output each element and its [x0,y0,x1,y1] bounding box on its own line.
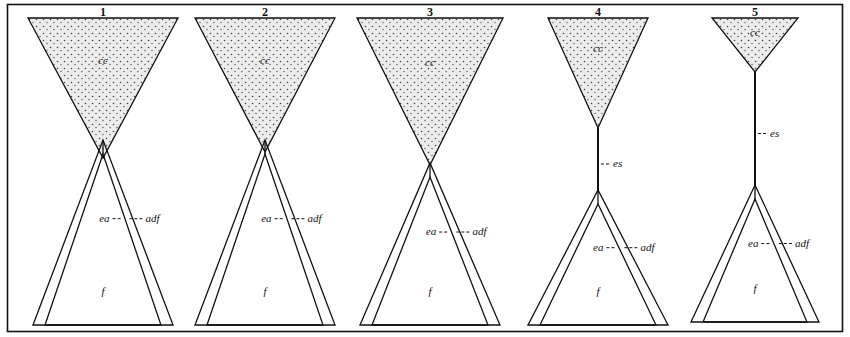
apex-stem [754,185,755,199]
inner-layer [372,177,488,325]
outer-layer [360,163,500,325]
stippled-triangle: cc [548,18,648,128]
inner-layer [45,154,161,325]
inner-layer [703,199,807,322]
stalk-label: es [769,127,780,139]
region-label: f [753,282,756,294]
layer-label: ea [592,241,604,253]
layered-triangle: f [195,140,335,325]
stalk-connector [597,128,599,190]
leader-line [778,243,792,244]
region-label: cc [98,54,108,66]
leader-line [623,247,637,248]
triangle-outline [691,185,819,322]
region-label: cc [260,54,270,66]
layered-triangle: f [33,140,173,325]
apex-stem [264,140,265,154]
inner-layer [540,204,656,325]
leader-line [761,243,771,244]
panel-number: 1 [100,6,106,19]
region-label: f [101,285,104,297]
leader-line [606,247,616,248]
leader-line [275,218,285,219]
layer-label: adf [794,237,810,249]
layered-triangle: f [360,163,500,325]
triangle-outline [33,140,173,325]
panel-number: 3 [427,6,433,19]
leader-line [439,232,449,233]
triangle-outline [360,163,500,325]
outer-layer [528,190,668,325]
layer-label: ea [260,212,272,224]
stippled-fill [712,18,798,72]
triangle-outline [195,140,335,325]
stippled-triangle: cc [357,18,503,165]
leader-line [291,218,305,219]
leader-line [113,218,123,219]
stippled-triangle: cc [195,18,335,152]
layer-label: adf [639,241,655,253]
layer-label: ea [747,237,759,249]
apex-stem [429,163,430,177]
stalk-connector [754,72,756,185]
layer-label: adf [471,225,487,237]
layer-label: ea [98,212,110,224]
triangle-outline [528,190,668,325]
region-label: cc [593,42,603,54]
layer-label: adf [306,212,322,224]
apex-stem [102,140,103,154]
triangle-outline [195,18,335,152]
apex-stem [597,190,598,204]
inner-layer [207,154,323,325]
region-label: f [428,285,431,297]
leader-line [455,232,469,233]
leader-line [129,218,143,219]
stalk-label: es [612,157,623,169]
outer-layer [33,140,173,325]
outer-layer [195,140,335,325]
layered-triangle: f [528,190,668,325]
stippled-triangle: cc [712,18,798,72]
stippled-fill [548,18,648,128]
stippled-fill [28,18,178,158]
panel-number: 5 [752,6,758,19]
panel-number: 4 [595,6,601,19]
outer-layer [691,185,819,322]
layer-label: adf [144,212,160,224]
layer-label: ea [425,225,437,237]
triangle-outline [28,18,178,158]
border-frame [8,5,843,332]
triangle-outline [548,18,648,128]
leader-line [758,133,767,134]
region-label: f [263,285,266,297]
region-label: f [596,285,599,297]
region-label: cc [750,26,760,38]
panel-number: 2 [262,6,268,19]
stippled-fill [195,18,335,152]
stippled-fill [357,18,503,165]
layered-triangle: f [691,185,819,322]
stippled-triangle: cc [28,18,178,158]
triangle-outline [357,18,503,165]
leader-line [601,164,610,165]
region-label: cc [425,56,435,68]
